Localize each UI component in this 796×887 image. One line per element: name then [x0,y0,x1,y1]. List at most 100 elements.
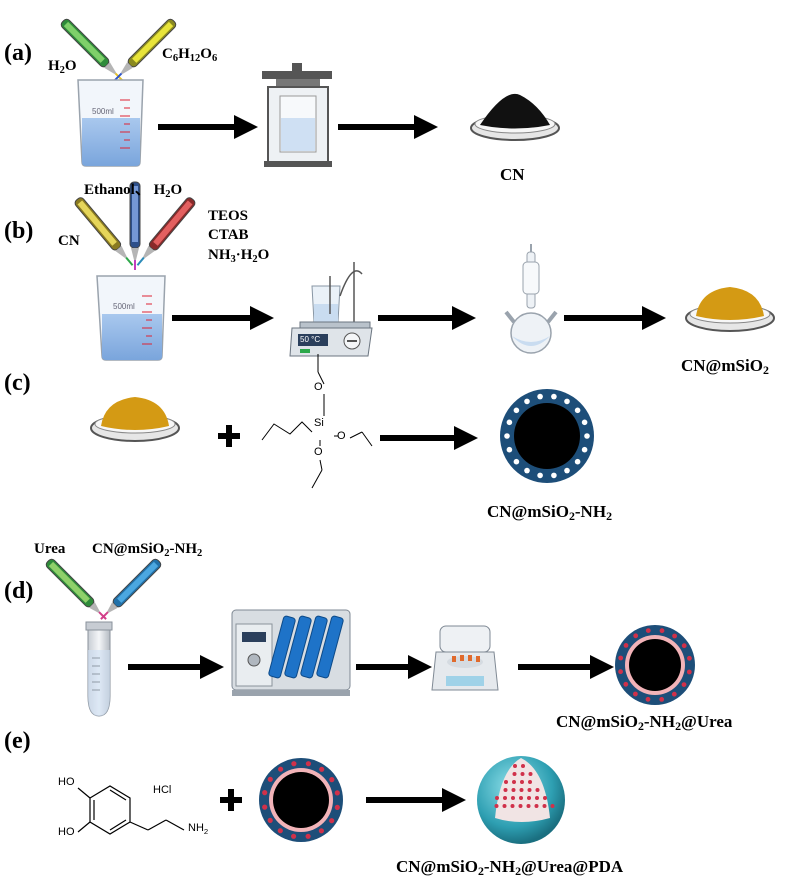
hotplate-temp: 50 °C [300,335,321,344]
reagent-cn-msio2-nh2: CN@mSiO2-NH2 [92,541,203,559]
petri-dish-gold-c [90,397,180,442]
redDotsE-dot [291,833,297,839]
centrifuge-icon [431,625,499,691]
whiteDots-dot [506,446,513,453]
pda-core-dot [534,804,539,808]
aptes-oxygen-right: O [337,430,346,442]
plus-sign-c [218,425,240,447]
pda-core-dot [512,780,516,784]
solvent-label: Ethanol、 H2O [84,182,183,200]
whiteDots-dot [581,446,588,453]
pda-core-dot [535,796,539,800]
pipette-b-right [136,197,196,266]
whiteDots-dot [537,472,543,479]
pipette-yellow [113,18,177,82]
whiteDots-dot [581,419,588,426]
pda-core-dot [542,804,547,808]
beaker-a-mark: 500ml [92,107,114,116]
particle-urea-e [259,758,343,842]
dopamine-structure [77,785,185,835]
product-urea: CN@mSiO2-NH2@Urea [556,712,733,733]
redDotsD-dot [633,691,638,697]
pda-core-dot [504,780,508,784]
petri-dish-gold-b [685,287,775,332]
redDotsD-dot [623,681,629,687]
panel-label-c: (c) [4,370,31,396]
pda-core-dot [495,796,499,800]
aptes-oxygen-top: O [314,381,323,393]
beaker-b-mark: 500ml [113,302,135,311]
redDotsE-dot [267,817,273,824]
dopamine-ho-top: HO [58,776,75,788]
redDotsE-dot [278,766,284,772]
whiteDots-dot [564,467,570,474]
whiteDots-dot [506,419,513,426]
whiteDots-dot [584,433,590,439]
pda-core-dot [510,804,515,808]
pda-core-dot [535,788,540,792]
beaker-a [77,79,144,167]
pda-core-dot [511,796,515,800]
product-cn-msio2: CN@mSiO2 [681,356,769,377]
whiteDots-dot [524,467,530,474]
pda-core-dot [519,796,523,800]
redDotsE-dot [267,776,273,782]
pda-core-dot [511,788,516,792]
panel-label-b: (b) [4,218,34,244]
pipette-b-middle [129,181,141,270]
pda-core-dot [513,764,517,768]
pda-core-dot [518,804,523,808]
reagent-cn: CN [58,233,80,249]
reagent-ctab: CTAB [208,227,249,243]
redDotsD-dot [671,691,677,697]
pda-core-dot [527,788,532,792]
rotator-mixer-icon [231,609,351,696]
pda-core-dot [503,796,507,800]
reagent-glucose: C6H12O6 [162,46,218,64]
redDotsE-dot [329,818,335,824]
redDotsE-dot [262,790,268,796]
centrifuge-tube [85,621,113,717]
aptes-oxygen-bottom: O [314,446,323,458]
redDotsE-dot [291,761,297,767]
redDotsD-dot [618,655,624,661]
plus-sign-e [220,789,242,811]
redDotsE-dot [262,804,268,810]
dopamine-hcl: HCl [153,784,172,796]
redDotsD-dot [681,643,687,649]
whiteDots-dot [513,407,520,414]
pda-core-dot [502,804,507,808]
redDotsD-dot [633,633,639,639]
redDotsD-dot [687,655,692,661]
reagent-urea: Urea [34,541,66,557]
reagent-water: H2O [48,58,77,76]
product-cn: CN [500,165,525,184]
reagent-ammonia: NH3·H2O [208,247,270,265]
particle-urea [615,625,695,705]
dopamine-ho-bottom: HO [58,826,75,838]
reagent-teos: TEOS [208,208,249,224]
redDotsD-dot [659,697,665,702]
aptes-structure [261,354,373,489]
whiteDots-dot [504,433,510,439]
pda-core-dot [543,796,547,800]
redDotsE-dot [277,828,283,834]
pda-core-dot [527,796,531,800]
redDotsE-dot [334,804,340,811]
pda-core-dot [520,772,525,776]
whiteDots-dot [564,398,570,405]
whiteDots-dot [551,393,557,400]
panel-label-a: (a) [4,40,32,66]
redDotsE-dot [334,790,340,796]
whiteDots-dot [551,472,557,479]
pda-core-dot [550,804,555,808]
reflux-flask-icon [504,244,558,354]
pipette-d-right [100,558,162,620]
hotplate-stirrer-icon [289,262,373,357]
particle-pda [477,756,565,844]
petri-dish-cn [470,93,560,141]
autoclave-icon [262,63,332,167]
panel-label-e: (e) [4,728,31,754]
particle-mSiO2-NH2 [500,389,594,483]
